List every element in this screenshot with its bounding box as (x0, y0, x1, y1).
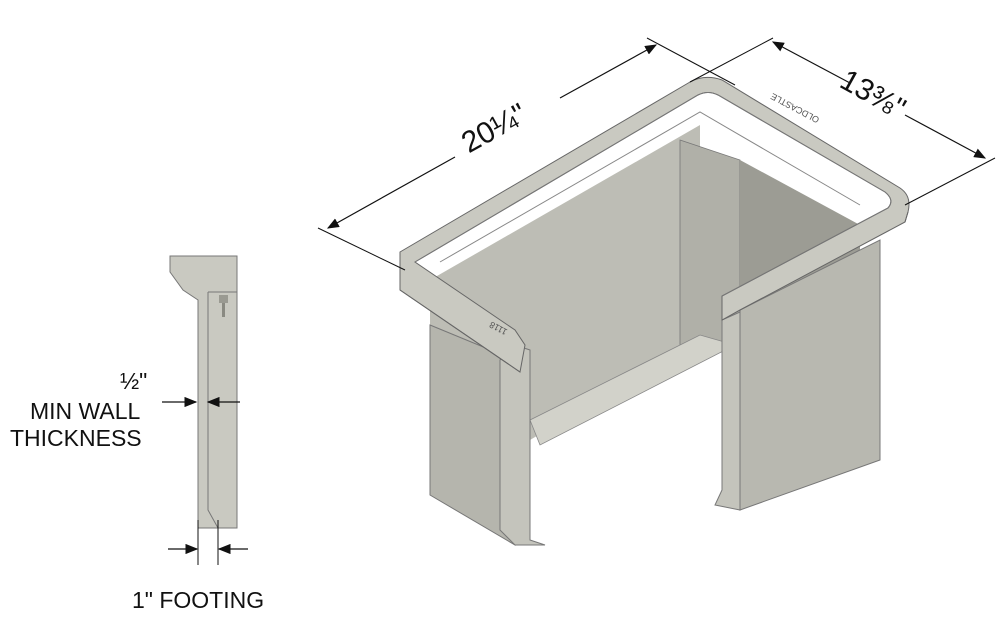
meter-box-isometric: OLDCASTLE 1118 (399, 76, 910, 546)
wall-thickness-fraction: ½" (120, 368, 148, 394)
footing-label: 1" FOOTING (132, 587, 265, 613)
wall-section-view (162, 255, 248, 565)
width-dimension-line-right (904, 114, 987, 159)
length-dimension-line-left (326, 156, 456, 229)
dimension-lines (317, 37, 996, 271)
wall-thickness-label-line2: THICKNESS (10, 425, 142, 451)
wall-thickness-label-line1: MIN WALL (30, 398, 141, 424)
length-dimension-line-right (559, 44, 658, 99)
width-dimension-line-left (771, 41, 851, 84)
